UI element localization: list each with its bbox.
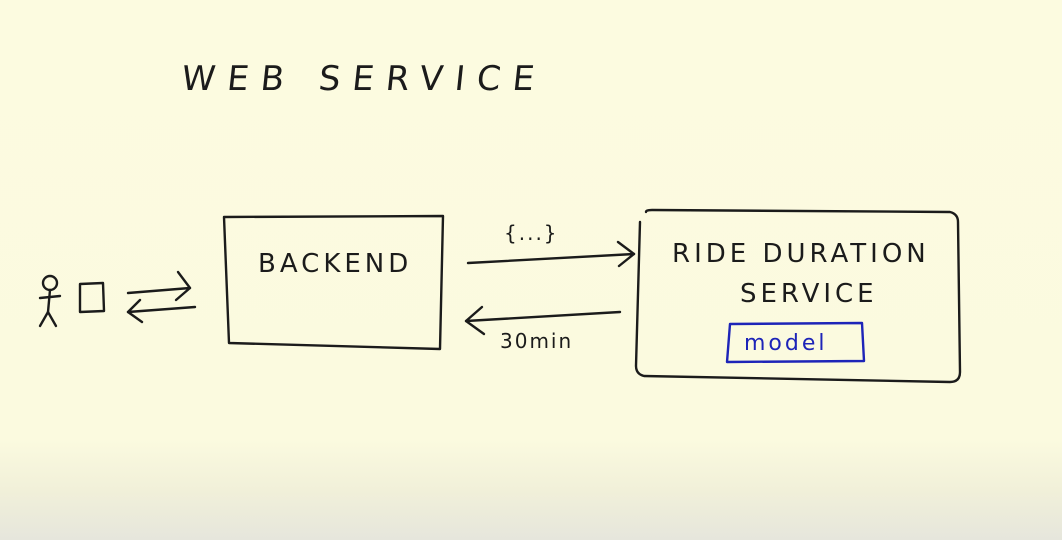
service-label-line1: RIDE DURATION <box>672 239 930 269</box>
request-arrow <box>466 252 636 265</box>
model-node: model <box>725 321 866 364</box>
backend-box <box>222 214 445 351</box>
request-arrowhead <box>616 240 636 268</box>
backend-node: BACKEND <box>222 214 445 351</box>
model-box <box>725 321 866 364</box>
request-edge: {...} <box>466 221 636 268</box>
user-figure-icon <box>38 274 62 328</box>
ride-duration-service-node: RIDE DURATION SERVICE model <box>634 208 962 384</box>
response-label: 30min <box>500 329 573 353</box>
model-label: model <box>744 331 828 356</box>
response-edge: 30min <box>464 305 622 353</box>
ride-duration-service-box <box>634 208 962 384</box>
phone-icon <box>78 281 106 314</box>
request-label: {...} <box>504 221 559 245</box>
client-backend-arrows <box>126 270 197 324</box>
response-arrowhead <box>464 305 486 336</box>
response-arrow <box>464 310 622 323</box>
diagram-title: WEB SERVICE <box>180 59 549 99</box>
service-label-line2: SERVICE <box>740 279 878 309</box>
backend-label: BACKEND <box>258 249 412 279</box>
